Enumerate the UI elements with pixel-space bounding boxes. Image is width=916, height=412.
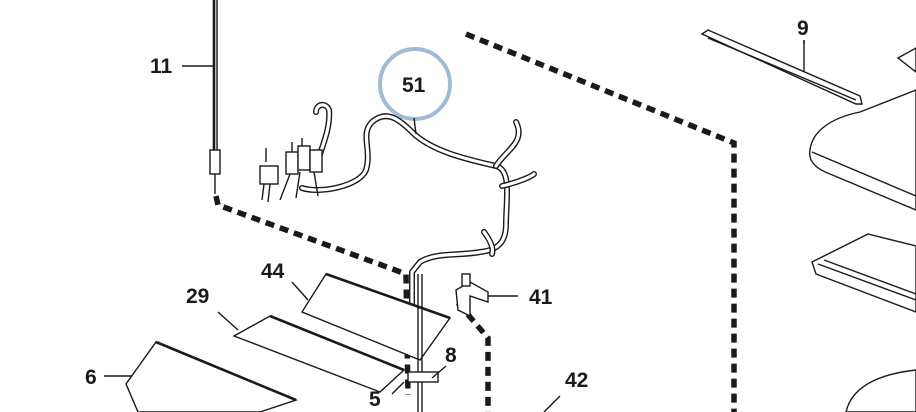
callout-5: 5 [369, 388, 381, 411]
callout-11: 11 [150, 55, 173, 78]
panel-6 [104, 340, 299, 412]
callout-29: 29 [186, 285, 209, 308]
part-41-bracket [455, 273, 518, 318]
callout-44: 44 [261, 260, 285, 283]
highlight-ring [378, 47, 452, 121]
leader-51 [413, 117, 417, 135]
harness-51 [259, 102, 537, 333]
callout-9: 9 [797, 17, 809, 40]
dashed-outline-right [455, 31, 737, 412]
dashed-outline-left [213, 195, 411, 396]
housing-right [808, 47, 916, 412]
panel-29 [217, 311, 406, 393]
leader-5 [391, 381, 405, 395]
callout-6: 6 [85, 366, 97, 389]
callout-41: 41 [529, 286, 553, 309]
panel-44 [291, 272, 452, 361]
part-9-strip [700, 29, 863, 105]
cable-11 [209, 0, 221, 194]
callout-42: 42 [565, 369, 588, 392]
part-8-rod [407, 274, 447, 412]
callout-8: 8 [445, 344, 457, 367]
callout-51: 51 [402, 74, 426, 97]
leader-42 [543, 395, 561, 412]
